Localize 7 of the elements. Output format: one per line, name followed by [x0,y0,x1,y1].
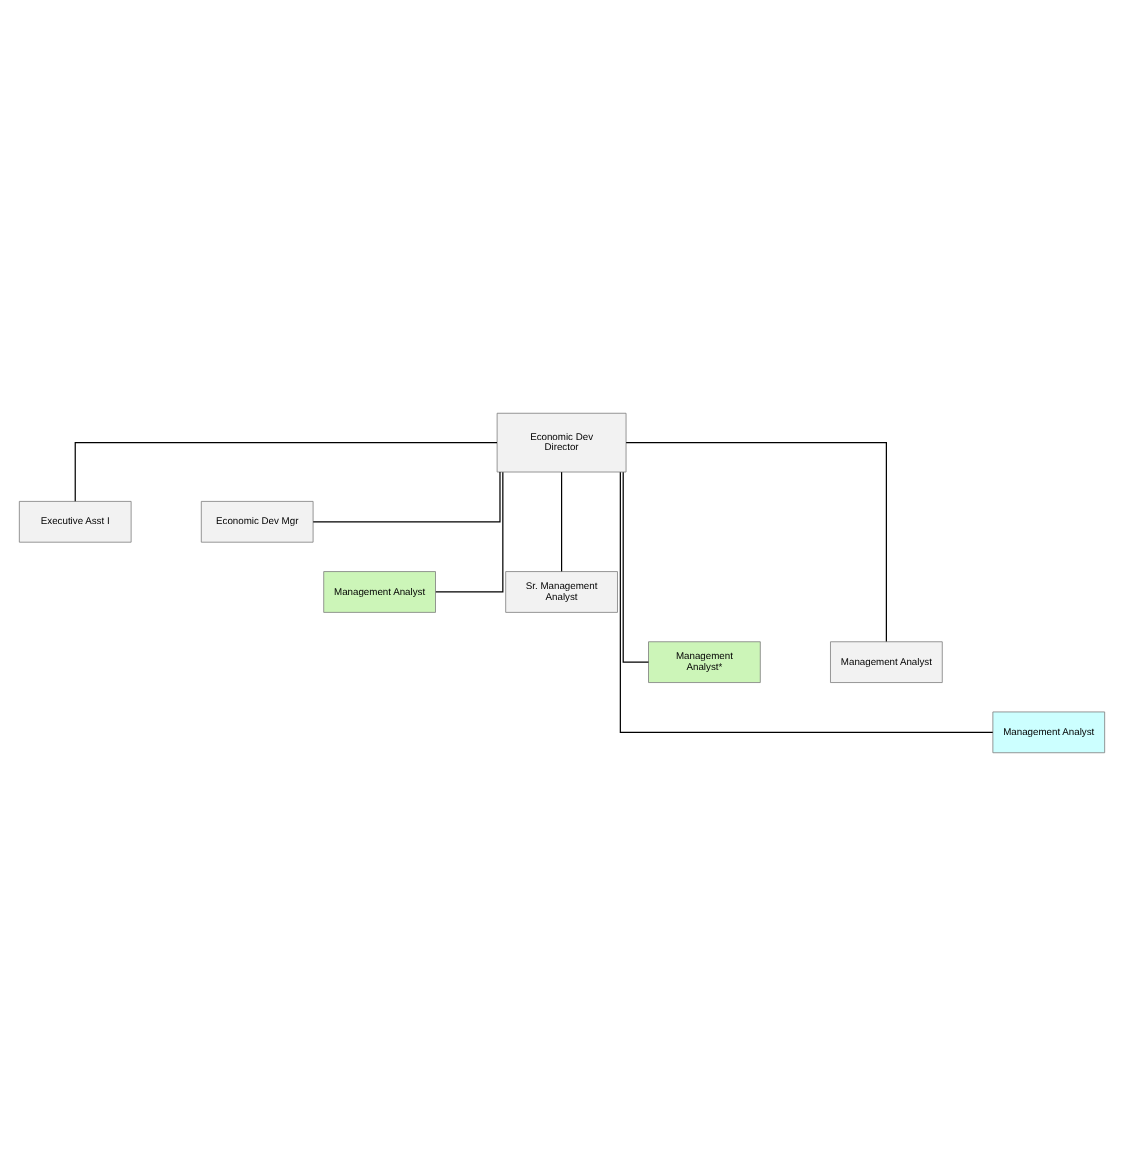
connector [312,471,501,523]
connector [622,471,650,663]
connector [74,442,498,502]
connector [561,471,563,572]
connector [625,442,887,643]
connector [435,471,504,593]
connector [619,471,994,733]
